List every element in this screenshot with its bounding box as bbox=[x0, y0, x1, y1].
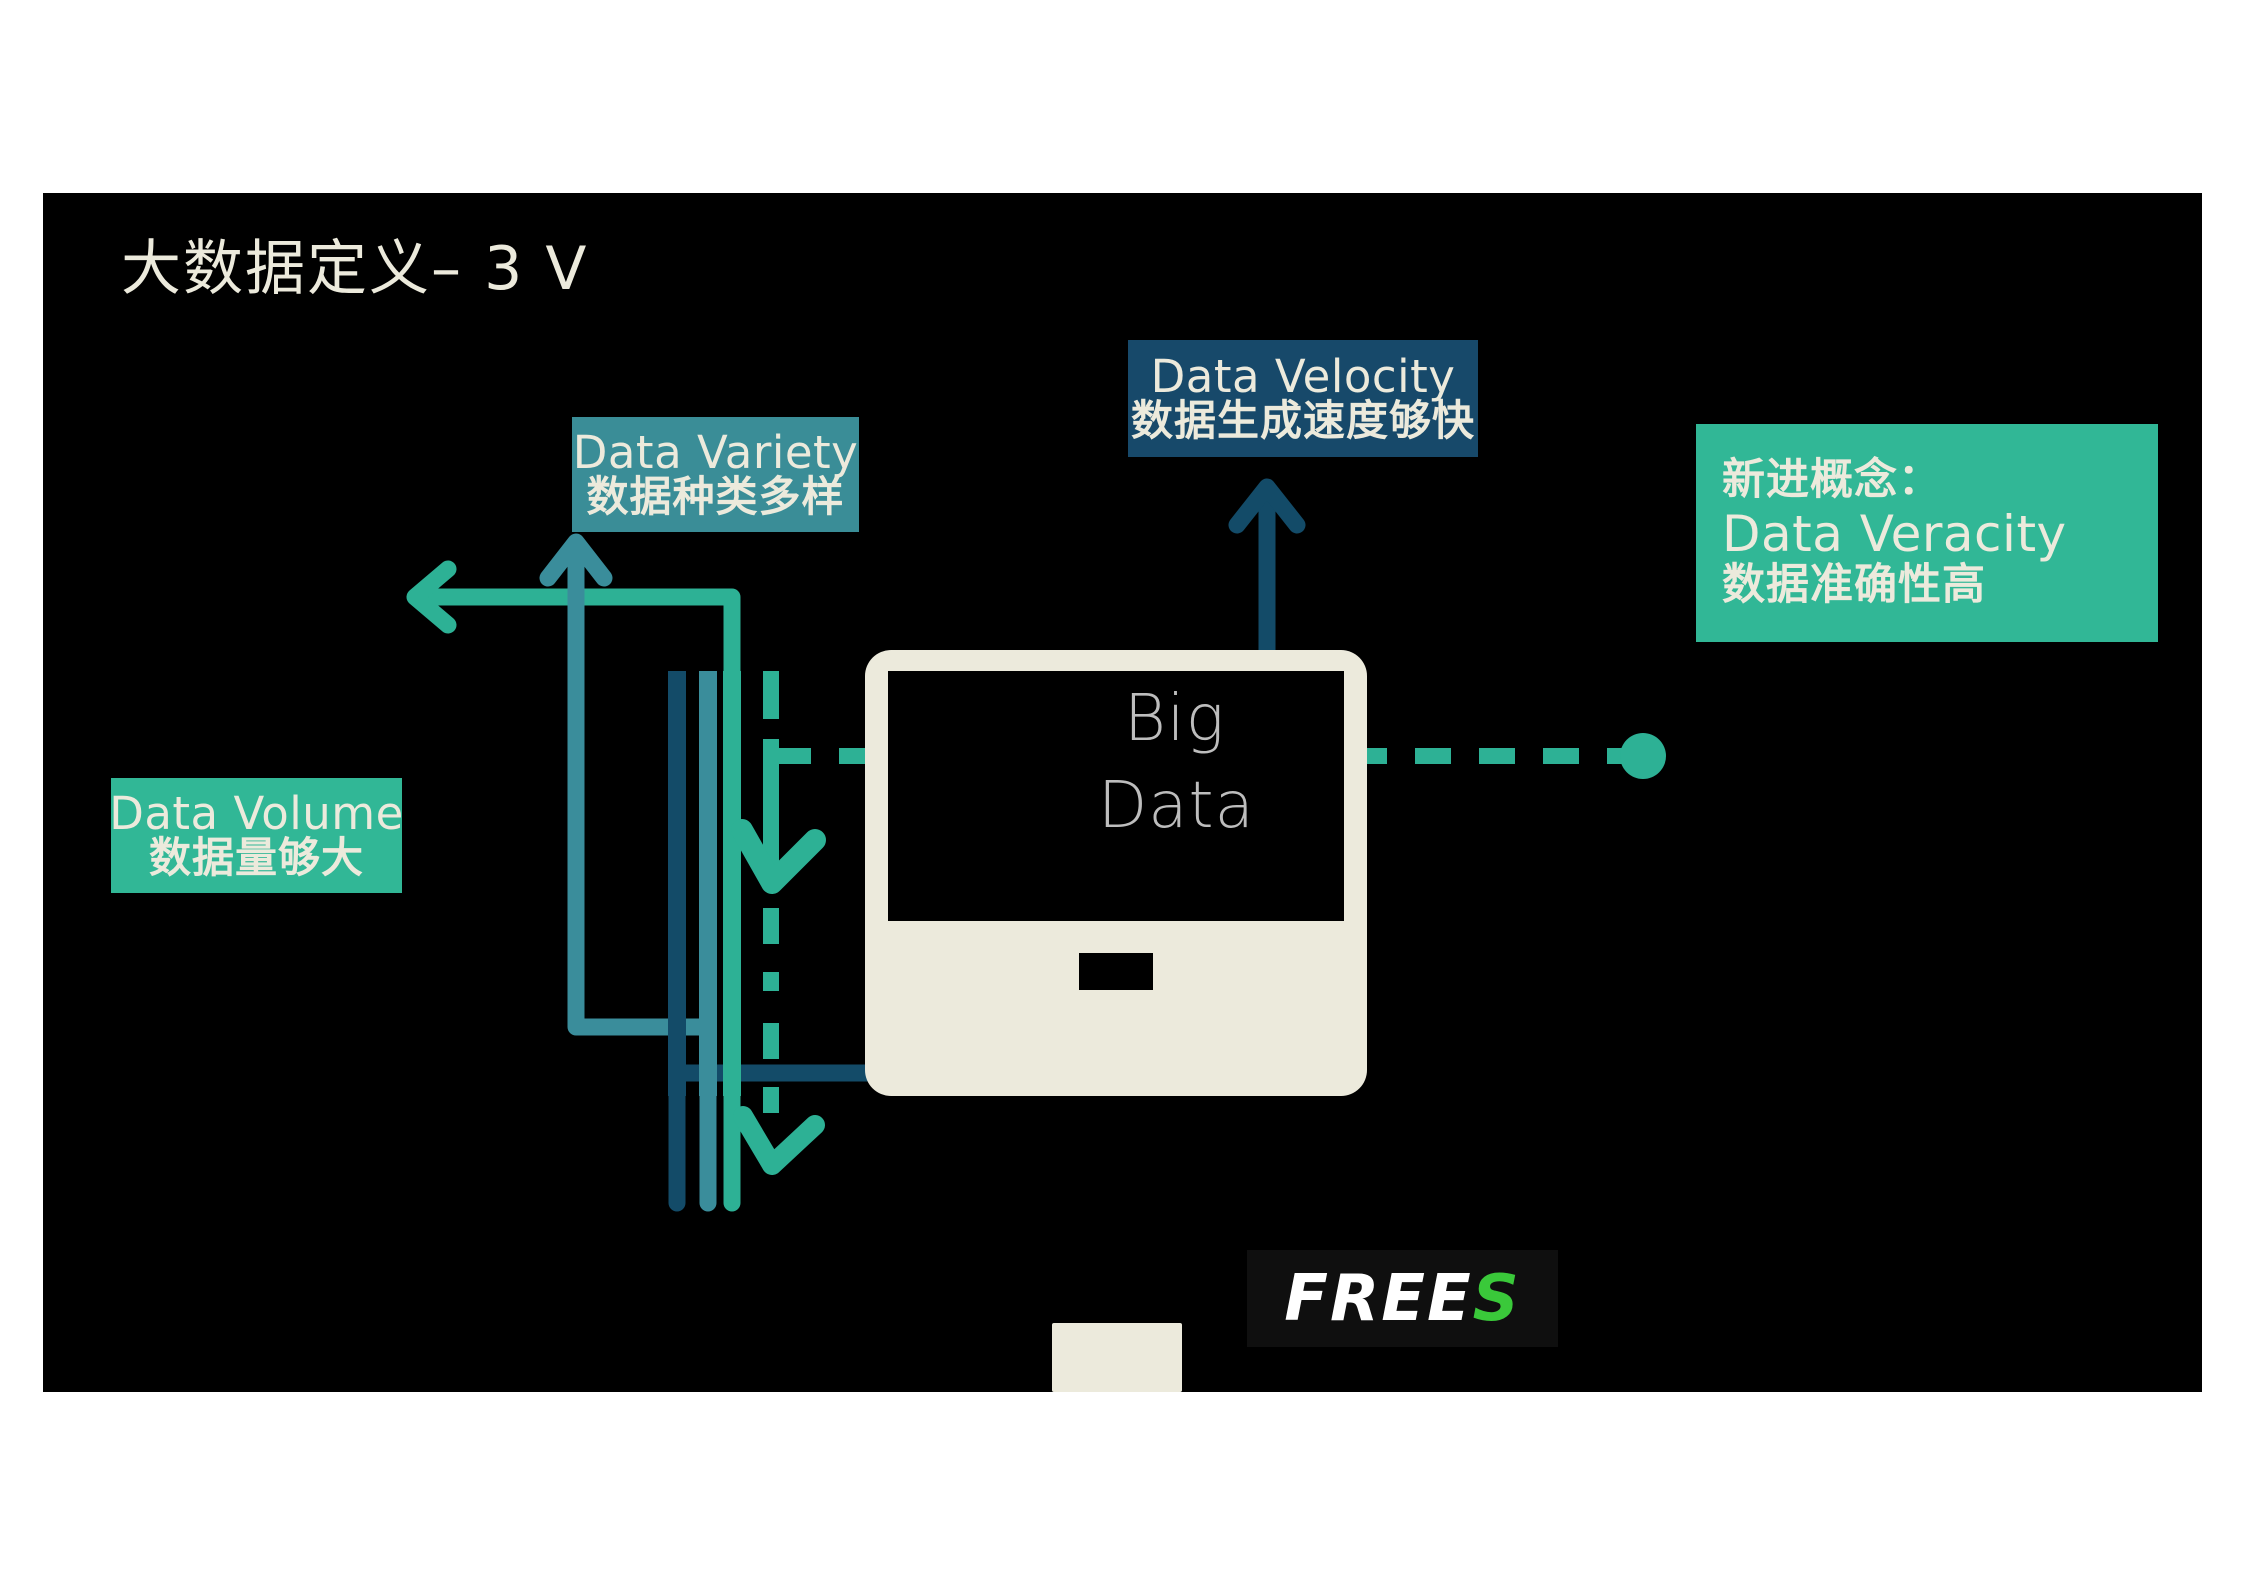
label-box-data-volume[interactable]: Data Volume 数据量够大 bbox=[109, 778, 404, 893]
slide-canvas: 大数据定义– 3 V bbox=[43, 193, 2202, 1392]
label-box-data-variety[interactable]: Data Variety 数据种类多样 bbox=[572, 417, 859, 532]
veracity-prefix-cn: 新进概念： bbox=[1722, 454, 1942, 505]
veracity-title-cn: 数据准确性高 bbox=[1722, 559, 1986, 610]
velocity-title-en: Data Velocity bbox=[1150, 350, 1456, 404]
label-box-data-velocity[interactable]: Data Velocity 数据生成速度够快 bbox=[1128, 340, 1478, 457]
veracity-title-en: Data Veracity bbox=[1722, 504, 2067, 563]
velocity-title-cn: 数据生成速度够快 bbox=[1130, 396, 1475, 446]
logo-text-free: FREE bbox=[1284, 1261, 1473, 1336]
monitor-screen bbox=[888, 671, 1344, 921]
monitor-power-indicator bbox=[1079, 953, 1153, 990]
screen-text-data: Data bbox=[1098, 769, 1255, 843]
screen-data-lines bbox=[668, 671, 741, 1096]
volume-title-en: Data Volume bbox=[109, 787, 404, 841]
monitor-base bbox=[1052, 1323, 1182, 1392]
volume-title-cn: 数据量够大 bbox=[148, 833, 364, 883]
label-box-data-veracity[interactable]: 新进概念： Data Veracity 数据准确性高 bbox=[1696, 424, 2158, 642]
screen-dashed-line bbox=[763, 671, 779, 855]
page-title: 大数据定义– 3 V bbox=[121, 234, 589, 304]
variety-arrow bbox=[539, 533, 717, 1212]
variety-title-en: Data Variety bbox=[572, 426, 859, 480]
logo-text-s: S bbox=[1472, 1261, 1521, 1336]
veracity-endpoint-dot bbox=[1620, 733, 1666, 779]
screen-text-big: Big bbox=[1124, 682, 1226, 756]
variety-title-cn: 数据种类多样 bbox=[586, 472, 845, 522]
